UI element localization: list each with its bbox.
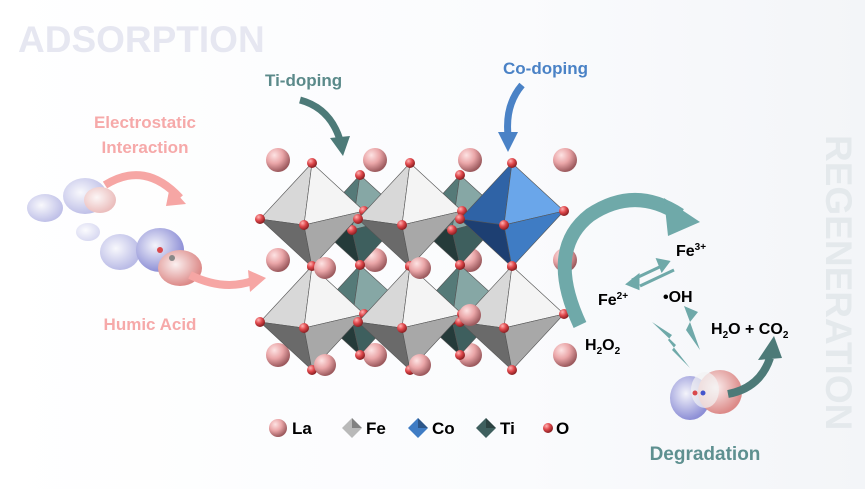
adsorption-title: ADSORPTION xyxy=(18,19,265,60)
octahedron-face xyxy=(303,210,365,268)
legend-label: O xyxy=(556,419,569,438)
co-octahedron-icon xyxy=(408,418,428,438)
o-sphere-icon xyxy=(543,423,553,433)
o-atom xyxy=(447,225,457,235)
regeneration-cycle-arrow xyxy=(557,193,684,328)
o-atom xyxy=(299,220,309,230)
legend-item-fe: Fe xyxy=(342,418,386,438)
legend-item-o: O xyxy=(543,419,569,438)
legend-label: Ti xyxy=(500,419,515,438)
adsorption-arrow-lower xyxy=(188,271,257,289)
o-atom xyxy=(499,220,509,230)
hydroxyl-radical-label: •OH xyxy=(663,289,693,306)
o-atom xyxy=(499,323,509,333)
electrostatic-label-line2: Interaction xyxy=(102,138,189,157)
o-atom xyxy=(397,220,407,230)
o-atom xyxy=(397,323,407,333)
la-atom xyxy=(314,354,336,376)
legend-item-la: La xyxy=(269,419,312,438)
fe-octahedron-icon xyxy=(342,418,362,438)
fe-octahedron xyxy=(353,158,467,272)
o-atom xyxy=(559,206,569,216)
la-atom xyxy=(314,257,336,279)
o-atom xyxy=(355,350,365,360)
octahedron-face xyxy=(503,313,565,371)
o-atom xyxy=(507,158,517,168)
h2o2-label: H2O2 xyxy=(585,337,621,357)
o-atom xyxy=(559,309,569,319)
o-atom xyxy=(307,158,317,168)
o-atom xyxy=(299,323,309,333)
la-atom xyxy=(553,148,577,172)
la-atom xyxy=(363,343,387,367)
fe-octahedron xyxy=(455,261,569,375)
fe2-label: Fe2+ xyxy=(598,291,628,309)
degradation-products-arrow xyxy=(727,356,774,398)
legend-label: Co xyxy=(432,419,455,438)
la-atom xyxy=(363,148,387,172)
humic-acid-molecule-small xyxy=(27,178,116,241)
degraded-molecule xyxy=(670,370,742,420)
regeneration-title: REGENERATION xyxy=(818,135,859,430)
ti-doping-label: Ti-doping xyxy=(265,71,342,90)
lightning-icon xyxy=(684,306,700,350)
la-atom xyxy=(459,304,481,326)
o-atom xyxy=(457,206,467,216)
co-octahedron xyxy=(455,158,569,272)
legend-item-ti: Ti xyxy=(476,418,515,438)
o-atom xyxy=(347,225,357,235)
o-atom xyxy=(455,260,465,270)
legend-label: Fe xyxy=(366,419,386,438)
ti-doping-arrow xyxy=(298,96,344,142)
legend-label: La xyxy=(292,419,312,438)
humic-acid-label: Humic Acid xyxy=(104,315,197,334)
o-atom xyxy=(455,170,465,180)
ti-octahedron-icon xyxy=(476,418,496,438)
o-atom xyxy=(255,214,265,224)
octahedron-face xyxy=(259,265,313,329)
octahedron-face xyxy=(259,162,313,226)
octahedron-face xyxy=(503,210,565,268)
o-atom xyxy=(507,261,517,271)
co-doping-label: Co-doping xyxy=(503,59,588,78)
electrostatic-label-line1: Electrostatic xyxy=(94,113,196,132)
o-atom xyxy=(507,365,517,375)
legend: La Fe Co Ti O xyxy=(269,418,569,438)
la-atom xyxy=(266,248,290,272)
octahedron-face xyxy=(401,210,463,268)
la-atom xyxy=(409,354,431,376)
lightning-icon xyxy=(652,322,690,368)
humic-acid-molecule xyxy=(100,228,202,286)
o-atom xyxy=(405,158,415,168)
o-atom xyxy=(353,317,363,327)
co-doping-arrow xyxy=(504,82,525,136)
equilibrium-arrows xyxy=(625,257,675,291)
fe-octahedron xyxy=(255,158,369,272)
octahedron-shade xyxy=(352,418,362,428)
octahedron-shade xyxy=(418,418,428,428)
o-atom xyxy=(255,317,265,327)
fe3-label: Fe3+ xyxy=(676,242,706,260)
degradation-label: Degradation xyxy=(650,444,761,465)
fe-octahedron xyxy=(255,261,369,375)
o-atom xyxy=(455,214,465,224)
la-atom xyxy=(458,148,482,172)
la-atom xyxy=(409,257,431,279)
la-atom xyxy=(266,148,290,172)
o-atom xyxy=(355,260,365,270)
legend-item-co: Co xyxy=(408,418,455,438)
la-atom xyxy=(553,343,577,367)
la-atom xyxy=(266,343,290,367)
products-label: H2O + CO2 xyxy=(711,321,789,341)
perovskite-lattice xyxy=(255,148,577,376)
la-sphere-icon xyxy=(269,419,287,437)
o-atom xyxy=(353,214,363,224)
octahedron-shade xyxy=(486,418,496,428)
o-atom xyxy=(455,350,465,360)
o-atom xyxy=(355,170,365,180)
